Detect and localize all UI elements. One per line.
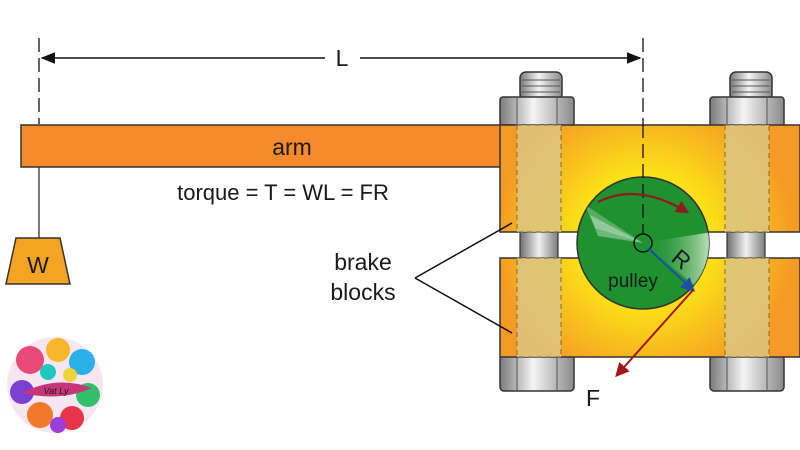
force-label: F <box>586 385 600 411</box>
curved-arrow-icon <box>597 192 690 214</box>
arm-label: arm <box>272 134 312 160</box>
force-arrow <box>615 289 694 378</box>
brake-blocks-callout: brake blocks <box>330 222 513 334</box>
weight-block <box>5 237 71 285</box>
bolt-channels <box>516 124 770 358</box>
colorful-bubbles-logo: Vat Ly <box>7 337 103 433</box>
top-bolts <box>499 71 785 128</box>
torque-equation: torque = T = WL = FR <box>177 180 389 205</box>
radius-arrow <box>647 247 696 292</box>
arm-bar <box>20 124 514 168</box>
bottom-nuts <box>499 354 785 392</box>
pulley-label: pulley <box>608 271 658 292</box>
brake-blocks-label-line2: blocks <box>330 279 395 305</box>
weight-label: W <box>27 252 49 278</box>
length-dimension: L <box>38 38 644 124</box>
logo-text: Vat Ly <box>43 386 69 396</box>
weight: W <box>5 167 71 285</box>
length-label: L <box>336 45 349 71</box>
brake-blocks-label-line1: brake <box>334 249 392 275</box>
